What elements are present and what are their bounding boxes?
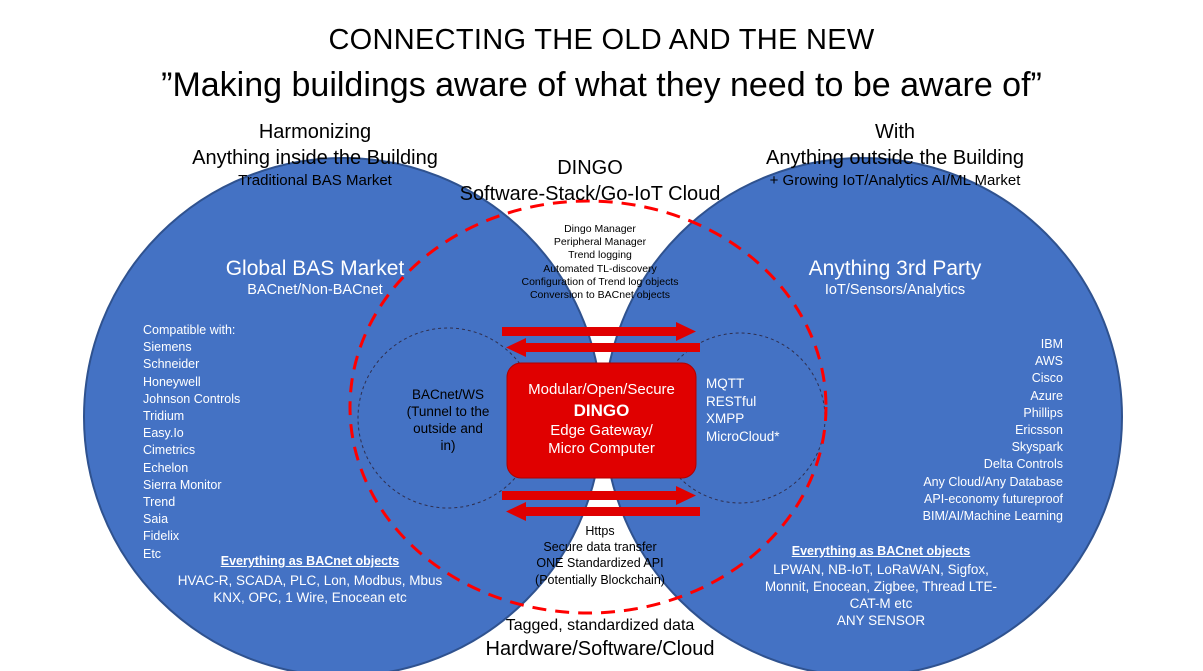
- center-header: DINGO Software-Stack/Go-IoT Cloud: [430, 157, 750, 206]
- dingo-box-line3: Edge Gateway/: [550, 422, 653, 439]
- right-protocols-line2: Monnit, Enocean, Zigbee, Thread LTE-: [764, 579, 998, 594]
- right-circle-title: Anything 3rd Party: [808, 257, 982, 280]
- page-title: CONNECTING THE OLD AND THE NEW: [328, 24, 875, 56]
- left-header-line3: Traditional BAS Market: [238, 172, 392, 189]
- dingo-dashed-ellipse: [348, 199, 828, 615]
- list-item: Phillips: [1023, 405, 1063, 420]
- dingo-box-line4: Micro Computer: [548, 440, 655, 457]
- dingo-box-text: Modular/Open/Secure DINGO Edge Gateway/ …: [507, 381, 696, 457]
- list-item: Saia: [143, 512, 169, 527]
- right-inner-line: MicroCloud*: [706, 428, 780, 444]
- list-item: Cimetrics: [143, 443, 196, 458]
- list-item: Trend logging: [568, 249, 632, 262]
- list-item: Siemens: [143, 340, 192, 355]
- left-circle-title: Global BAS Market: [225, 257, 405, 280]
- right-protocols-line1: LPWAN, NB-IoT, LoRaWAN, Sigfox,: [773, 562, 989, 577]
- right-inner-line: XMPP: [706, 411, 745, 426]
- list-item: AWS: [1034, 354, 1063, 369]
- arrow-left-top: [506, 338, 700, 357]
- list-item: Peripheral Manager: [553, 236, 647, 249]
- list-item: IBM: [1040, 337, 1063, 351]
- dingo-box-line2: DINGO: [573, 401, 630, 420]
- left-inner-line: (Tunnel to the: [406, 404, 490, 419]
- list-item: Trend: [143, 495, 176, 510]
- compatible-list: Compatible with: Siemens Schneider Honey…: [143, 322, 240, 563]
- dingo-box: [506, 362, 697, 479]
- right-bottom-block: Everything as BACnet objects LPWAN, NB-I…: [736, 544, 1026, 628]
- list-item: ONE Standardized API: [536, 556, 664, 571]
- left-header-line1: Harmonizing: [258, 121, 372, 143]
- left-inner-line: outside and: [413, 421, 483, 436]
- list-item: Configuration of Trend log objects: [521, 275, 679, 288]
- left-circle-subtitle: BACnet/Non-BACnet: [247, 282, 383, 298]
- footer-line2: Hardware/Software/Cloud: [485, 638, 715, 660]
- list-item: Sierra Monitor: [143, 477, 222, 492]
- list-item: Schneider: [143, 357, 200, 372]
- list-item: Https: [585, 524, 615, 538]
- list-item: Automated TL-discovery: [543, 262, 657, 275]
- left-header-line2: Anything inside the Building: [192, 147, 438, 169]
- list-item: Secure data transfer: [543, 540, 657, 555]
- footer: Tagged, standardized data Hardware/Softw…: [430, 617, 770, 661]
- list-item: Fidelix: [143, 529, 180, 544]
- right-protocols-line4: ANY SENSOR: [836, 613, 926, 628]
- right-header-line1: With: [875, 121, 915, 143]
- list-item: Echelon: [143, 460, 189, 475]
- right-inner-line: MQTT: [706, 376, 745, 391]
- list-item: Azure: [1030, 388, 1063, 403]
- vendor-list: IBM AWS Cisco Azure Phillips Ericsson Sk…: [923, 336, 1063, 525]
- right-inner-line: RESTful: [706, 393, 757, 409]
- list-item: Tridium: [143, 409, 185, 424]
- right-circle-heading: Anything 3rd Party IoT/Sensors/Analytics: [765, 257, 1025, 298]
- right-circle-subtitle: IoT/Sensors/Analytics: [824, 282, 966, 298]
- left-inner-line: in): [440, 438, 456, 453]
- left-circle-heading: Global BAS Market BACnet/Non-BACnet: [190, 257, 440, 298]
- center-header-line1: DINGO: [557, 157, 623, 179]
- right-header-line2: Anything outside the Building: [766, 147, 1024, 169]
- list-item: Any Cloud/Any Database: [923, 474, 1063, 489]
- arrow-left-bottom: [506, 502, 700, 521]
- right-inner-text: MQTT RESTful XMPP MicroCloud*: [706, 375, 780, 445]
- list-item: Delta Controls: [983, 457, 1063, 472]
- list-item: Honeywell: [143, 374, 201, 389]
- dingo-box-line1: Modular/Open/Secure: [528, 381, 675, 398]
- page-subtitle: ”Making buildings aware of what they nee…: [161, 66, 1042, 104]
- dingo-features-list: Dingo Manager Peripheral Manager Trend l…: [488, 223, 712, 302]
- footer-line1: Tagged, standardized data: [505, 617, 695, 634]
- left-header: Harmonizing Anything inside the Building…: [160, 121, 470, 189]
- left-inner-line: BACnet/WS: [411, 387, 485, 402]
- left-protocols-line2: KNX, OPC, 1 Wire, Enocean etc: [213, 590, 407, 605]
- list-item: Etc: [143, 546, 162, 561]
- bottom-center-list: Https Secure data transfer ONE Standardi…: [490, 523, 710, 588]
- list-item: (Potentially Blockchain): [535, 572, 665, 587]
- list-item: API-economy futureproof: [924, 491, 1063, 506]
- list-item: Compatible with:: [143, 323, 236, 337]
- list-item: Ericsson: [1015, 423, 1063, 438]
- list-item: Easy.Io: [143, 426, 184, 441]
- list-item: Cisco: [1031, 371, 1063, 386]
- left-everything-label: Everything as BACnet objects: [220, 554, 400, 568]
- right-header-line3: + Growing IoT/Analytics AI/ML Market: [769, 172, 1021, 189]
- arrow-right-top: [502, 322, 696, 341]
- left-bottom-block: Everything as BACnet objects HVAC-R, SCA…: [160, 554, 460, 605]
- left-inner-text: BACnet/WS (Tunnel to the outside and in): [391, 386, 505, 454]
- right-protocols-line3: CAT-M etc: [849, 596, 913, 611]
- right-header: With Anything outside the Building + Gro…: [735, 121, 1055, 189]
- right-everything-label: Everything as BACnet objects: [791, 544, 971, 558]
- list-item: Conversion to BACnet objects: [529, 289, 671, 302]
- left-protocols-line1: HVAC-R, SCADA, PLC, Lon, Modbus, Mbus: [177, 573, 443, 588]
- center-header-line2: Software-Stack/Go-IoT Cloud: [459, 183, 721, 205]
- list-item: Skyspark: [1011, 440, 1063, 455]
- list-item: BIM/AI/Machine Learning: [922, 509, 1063, 524]
- list-item: Johnson Controls: [143, 391, 241, 406]
- list-item: Dingo Manager: [564, 223, 636, 235]
- arrow-right-bottom: [502, 486, 696, 505]
